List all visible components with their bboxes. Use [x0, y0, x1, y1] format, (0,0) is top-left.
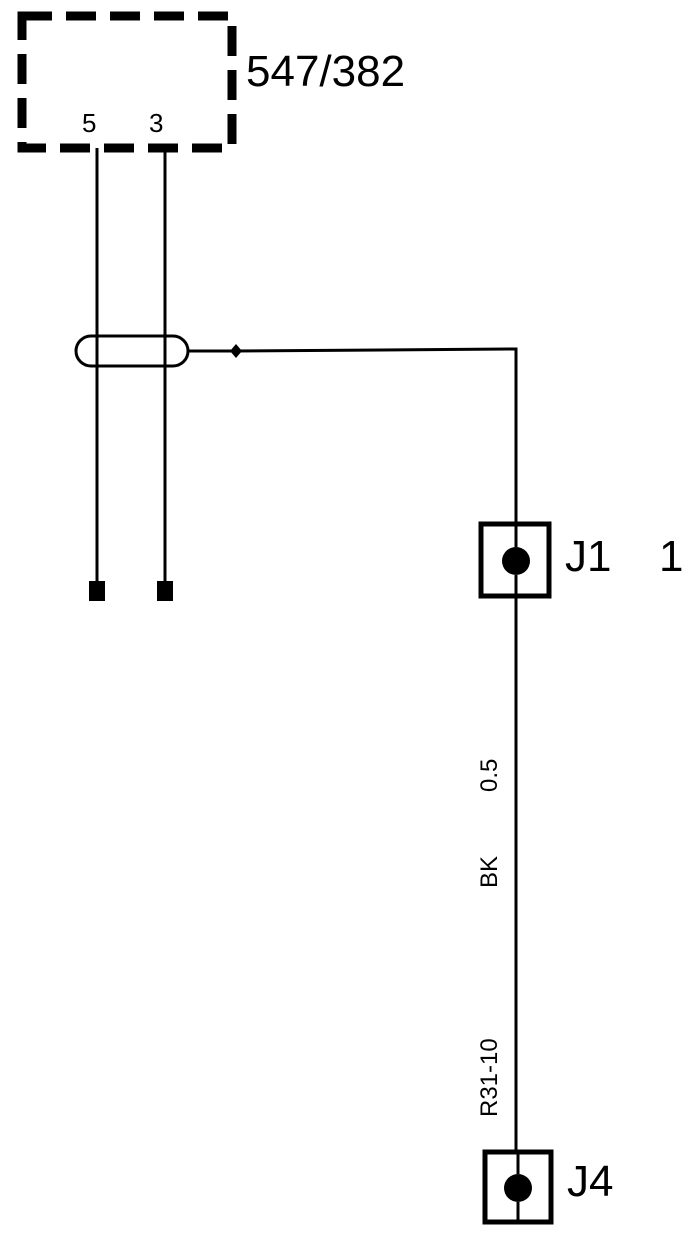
wire-size-label: 0.5: [476, 759, 503, 792]
wire-color-label: BK: [476, 856, 503, 888]
wire-circuit-label: R31-10: [476, 1038, 503, 1117]
connector-j4-label: J4: [567, 1157, 613, 1206]
shield-drain-splice: [230, 344, 242, 358]
connector-j4-pin: [504, 1174, 532, 1202]
connector-j1-pin: [502, 547, 530, 575]
connector-j1-pin-number: 1: [659, 532, 683, 581]
wire-end-pin-3: [157, 581, 173, 601]
connector-j1-label: J1: [565, 532, 611, 581]
pin-label-3: 3: [149, 108, 163, 138]
shield-drain-wire: [188, 347, 518, 540]
shield-symbol: [74, 334, 190, 368]
component-box: [17, 11, 237, 153]
wire-end-pin-5: [89, 581, 105, 601]
pin-label-5: 5: [82, 108, 96, 138]
component-id: 547/382: [246, 47, 405, 96]
